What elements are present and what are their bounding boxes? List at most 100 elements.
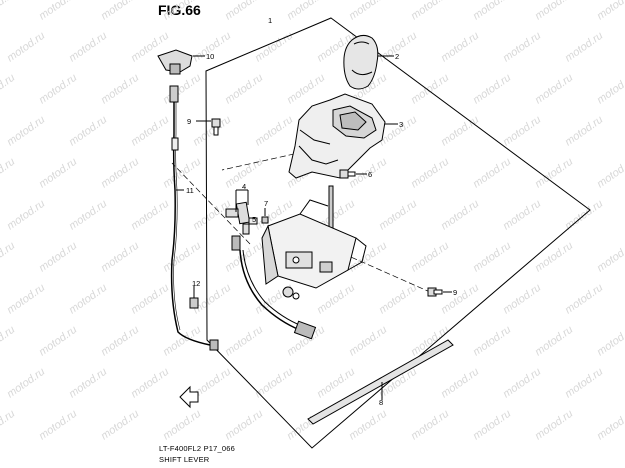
watermark-text: motod.ru — [595, 324, 625, 359]
screw-part-7 — [261, 208, 269, 224]
watermark-text: motod.ru — [471, 72, 513, 107]
callout-5: 5 — [252, 215, 256, 224]
watermark-text: motod.ru — [377, 282, 419, 317]
callout-12: 12 — [192, 279, 200, 288]
leader-lines — [171, 149, 431, 293]
watermark-text: motod.ru — [347, 0, 389, 22]
watermark-text: motod.ru — [0, 72, 17, 107]
watermark-text: motod.ru — [533, 0, 575, 22]
watermark-text: motod.ru — [471, 156, 513, 191]
watermark-text: motod.ru — [253, 114, 295, 149]
watermark-text: motod.ru — [99, 0, 141, 22]
watermark-text: motod.ru — [595, 408, 625, 443]
front-direction-arrow-icon — [179, 385, 199, 409]
watermark-text: motod.ru — [471, 0, 513, 22]
watermark-text: motod.ru — [285, 0, 327, 22]
watermark-text: motod.ru — [67, 30, 109, 65]
watermark-text: motod.ru — [595, 72, 625, 107]
sensor-cable-part — [157, 49, 219, 351]
watermark-text: motod.ru — [99, 408, 141, 443]
callout-3: 3 — [399, 120, 403, 129]
watermark-text: motod.ru — [533, 324, 575, 359]
watermark-text: motod.ru — [501, 366, 543, 401]
watermark-text: motod.ru — [439, 366, 481, 401]
shift-lever-assembly — [261, 185, 367, 300]
watermark-text: motod.ru — [223, 72, 265, 107]
watermark-text: motod.ru — [439, 198, 481, 233]
shift-guide-part — [288, 93, 398, 179]
watermark-text: motod.ru — [5, 198, 47, 233]
watermark-text: motod.ru — [161, 408, 203, 443]
watermark-text: motod.ru — [285, 72, 327, 107]
figure-title: FIG.66 — [158, 2, 201, 18]
watermark-text: motod.ru — [129, 282, 171, 317]
watermark-text: motod.ru — [37, 156, 79, 191]
watermark-text: motod.ru — [161, 240, 203, 275]
watermark-text: motod.ru — [67, 198, 109, 233]
watermark-text: motod.ru — [37, 324, 79, 359]
callout-8: 8 — [379, 398, 383, 407]
watermark-text: motod.ru — [161, 156, 203, 191]
callout-4: 4 — [242, 182, 246, 191]
watermark-text: motod.ru — [563, 114, 605, 149]
watermark-text: motod.ru — [99, 72, 141, 107]
watermark-text: motod.ru — [409, 408, 451, 443]
watermark-text: motod.ru — [67, 114, 109, 149]
callout-7: 7 — [264, 199, 268, 208]
switch-and-wiring — [225, 189, 317, 340]
watermark-text: motod.ru — [533, 156, 575, 191]
watermark-text: motod.ru — [471, 324, 513, 359]
callout-11: 11 — [186, 186, 194, 195]
watermark-text: motod.ru — [223, 408, 265, 443]
watermark-text: motod.ru — [99, 240, 141, 275]
watermark-text: motod.ru — [0, 156, 17, 191]
watermark-text: motod.ru — [595, 0, 625, 22]
callout-labels: 1 2 3 4 5 6 7 8 9 9 10 11 12 — [186, 16, 457, 407]
watermark-text: motod.ru — [533, 240, 575, 275]
watermark-text: motod.ru — [0, 0, 17, 22]
watermark-text: motod.ru — [471, 408, 513, 443]
bolt-part-6 — [339, 169, 367, 179]
watermark-text: motod.ru — [563, 30, 605, 65]
watermark-text: motod.ru — [129, 366, 171, 401]
watermark-text: motod.ru — [253, 366, 295, 401]
watermark-text: motod.ru — [0, 324, 17, 359]
watermark-text: motod.ru — [0, 240, 17, 275]
watermark-text: motod.ru — [563, 282, 605, 317]
watermark-text: motod.ru — [501, 198, 543, 233]
rod-part-8 — [307, 339, 454, 425]
figure-code: LT-F400FL2 P17_066 — [159, 444, 236, 453]
callout-1: 1 — [268, 16, 272, 25]
watermark-text: motod.ru — [409, 156, 451, 191]
watermark-text: motod.ru — [99, 156, 141, 191]
watermark-text: motod.ru — [223, 324, 265, 359]
watermark-text: motod.ru — [5, 282, 47, 317]
watermark-text: motod.ru — [223, 0, 265, 22]
watermark-text: motod.ru — [67, 366, 109, 401]
watermark-text: motod.ru — [501, 282, 543, 317]
watermark-text: motod.ru — [409, 72, 451, 107]
callout-9a: 9 — [187, 117, 191, 126]
watermark-text: motod.ru — [595, 156, 625, 191]
watermark-text: motod.ru — [563, 366, 605, 401]
watermark-text: motod.ru — [161, 72, 203, 107]
watermark-text: motod.ru — [533, 72, 575, 107]
callout-10: 10 — [206, 52, 214, 61]
watermark-text: motod.ru — [37, 240, 79, 275]
callout-2: 2 — [395, 52, 399, 61]
watermark-text: motod.ru — [595, 240, 625, 275]
watermark-text: motod.ru — [99, 324, 141, 359]
watermark-text: motod.ru — [37, 72, 79, 107]
callout-9b: 9 — [453, 288, 457, 297]
watermark-text: motod.ru — [377, 198, 419, 233]
bolt-part-9 — [196, 118, 452, 297]
watermark-text: motod.ru — [439, 114, 481, 149]
watermark-text: motod.ru — [501, 114, 543, 149]
shift-knob-part — [343, 34, 394, 90]
watermark-text: motod.ru — [129, 114, 171, 149]
assembly-outline — [205, 17, 591, 449]
watermark-text: motod.ru — [501, 30, 543, 65]
watermark-text: motod.ru — [439, 30, 481, 65]
